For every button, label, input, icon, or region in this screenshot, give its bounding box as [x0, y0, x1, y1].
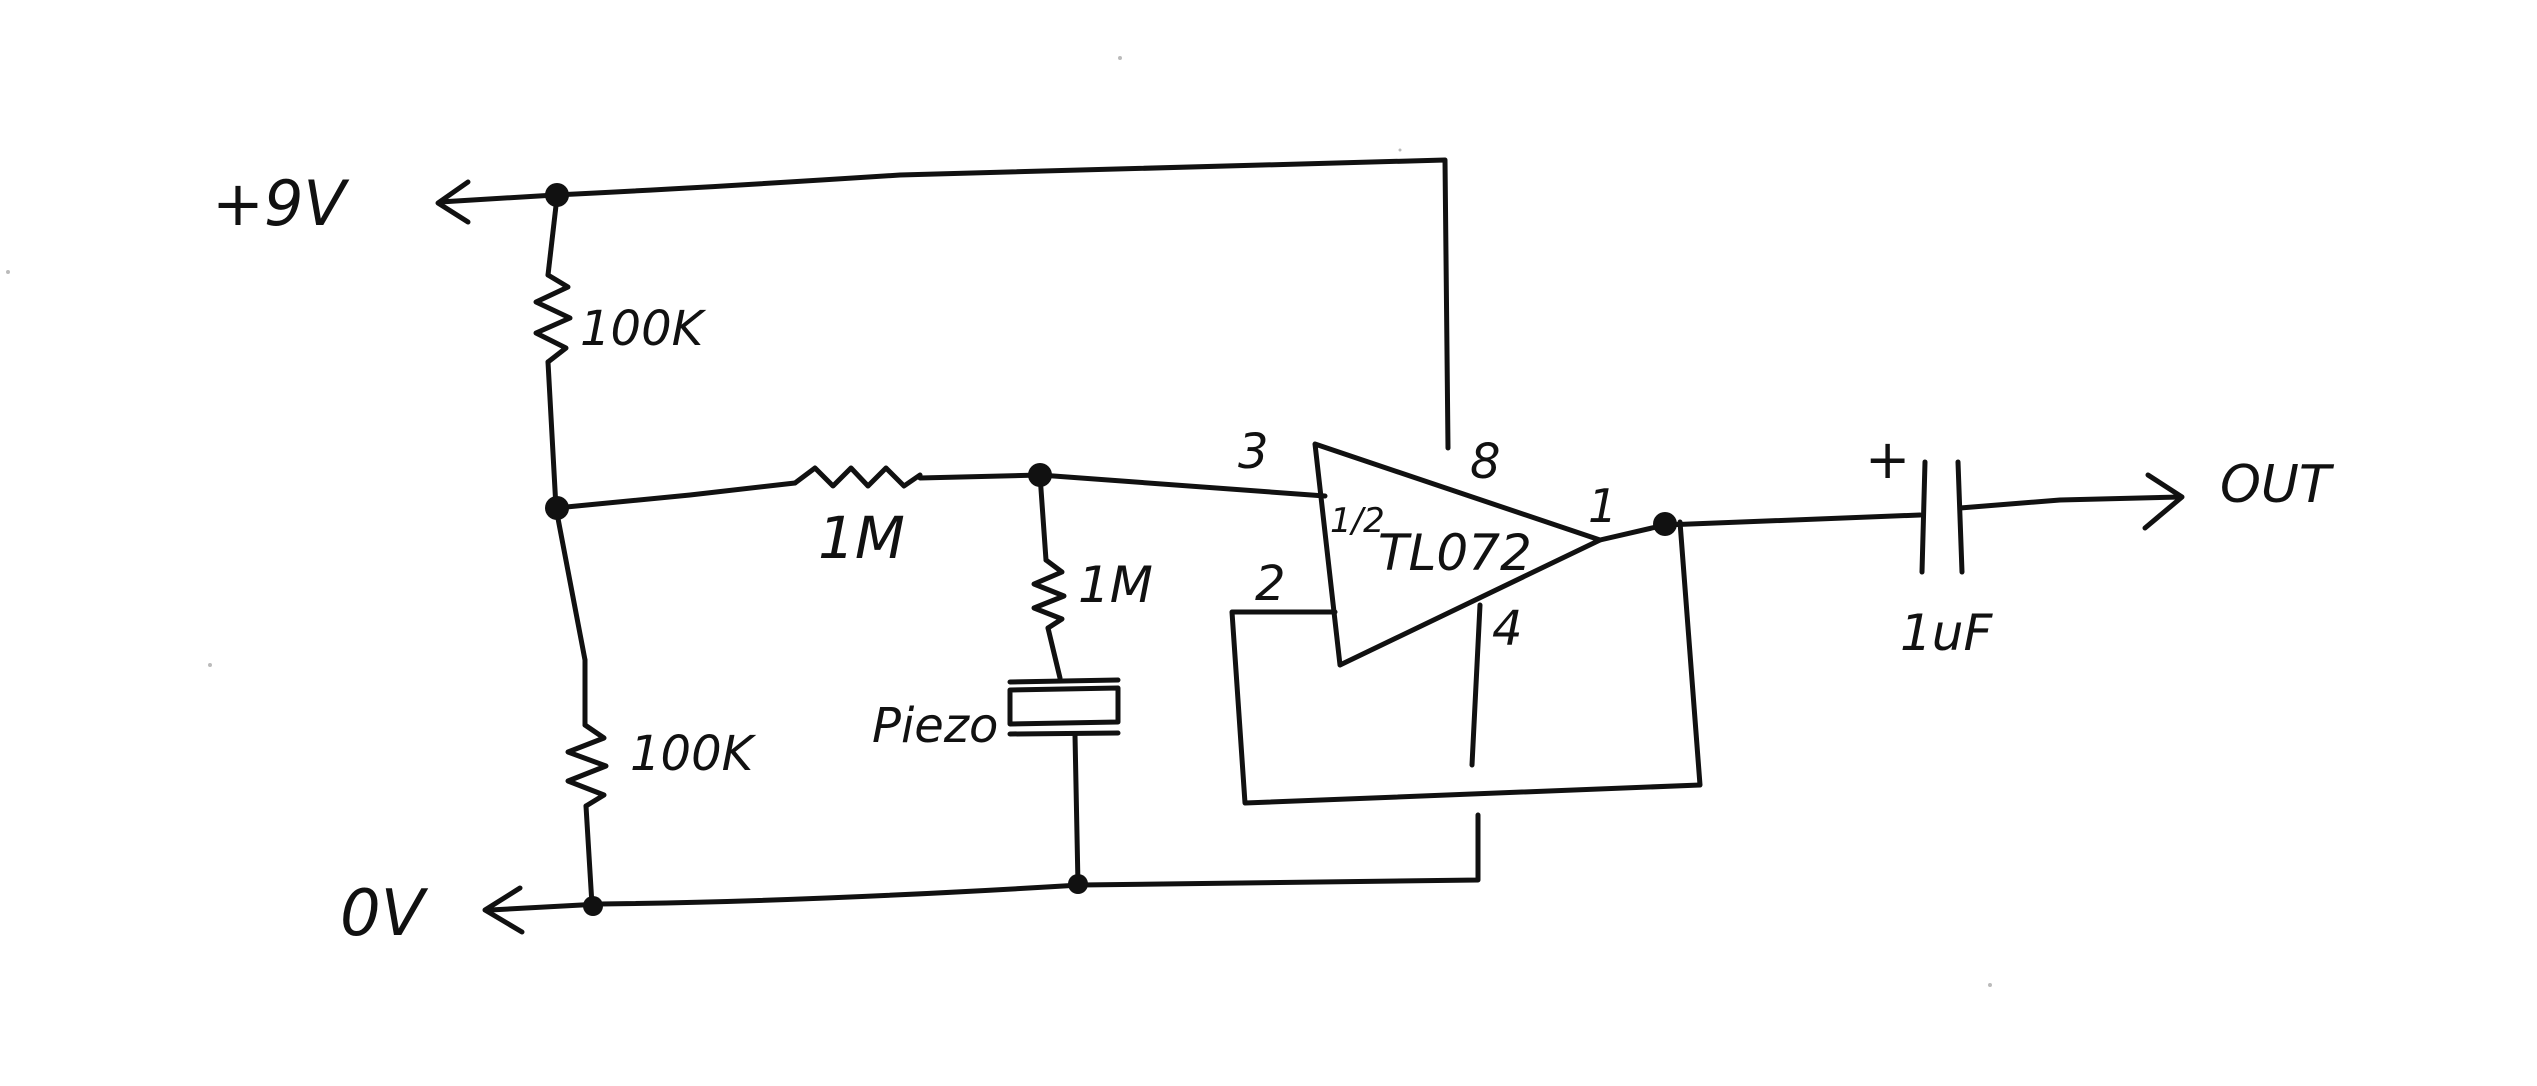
resistor-100k-top: [533, 272, 573, 365]
resistor-100k-bottom: [565, 722, 609, 809]
resistor-1m-piezo: [1031, 557, 1067, 631]
label-output: OUT: [2220, 455, 2335, 515]
label-pin-3: 3: [1238, 424, 1269, 480]
label-cap-value: 1uF: [1900, 604, 1994, 662]
label-pin-4: 4: [1492, 601, 1523, 657]
label-opamp-part: TL072: [1378, 524, 1532, 582]
ground-rail: [482, 812, 1481, 935]
label-pin-2: 2: [1255, 556, 1286, 612]
bias-branch: [553, 465, 1328, 511]
junction-dots: [545, 183, 1677, 916]
label-r-piezo: 1M: [1078, 556, 1153, 614]
piezo-element-icon: [1007, 677, 1121, 737]
label-pin-1: 1: [1588, 479, 1617, 533]
label-r-bottom: 100K: [630, 726, 757, 782]
piezo-branch: [1007, 472, 1121, 888]
label-vplus: +9V: [212, 167, 350, 240]
label-opamp-fraction: 1/2: [1330, 501, 1385, 541]
label-cap-polarity: +: [1865, 428, 1910, 491]
resistor-1m-series: [792, 465, 923, 489]
paper-specks: [6, 56, 1992, 987]
feedback-loop: [1229, 519, 1703, 806]
label-ground: 0V: [340, 877, 429, 951]
opamp-triangle-icon: [1312, 441, 1603, 668]
opamp-tl072: [1312, 441, 1603, 768]
label-r-series: 1M: [818, 504, 905, 572]
capacitor-1uf-icon: [1919, 459, 1965, 575]
vplus-arrow-icon: [435, 179, 471, 225]
ground-arrow-icon: [482, 885, 525, 935]
output-arrow-icon: [2142, 472, 2185, 531]
vplus-rail: [435, 157, 1451, 451]
label-pin-8: 8: [1470, 434, 1501, 490]
label-piezo: Piezo: [872, 698, 998, 754]
label-r-top: 100K: [580, 301, 707, 357]
